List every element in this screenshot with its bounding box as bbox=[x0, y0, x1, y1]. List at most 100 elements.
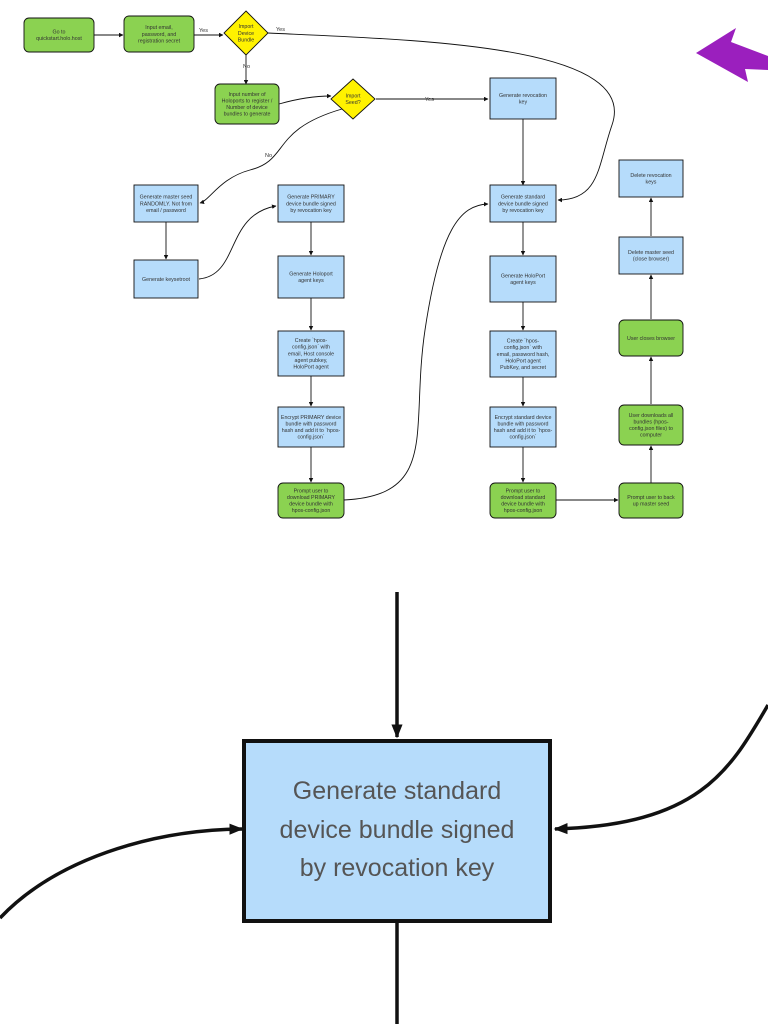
label-n3-no: No bbox=[243, 64, 250, 70]
node-label: HoloPort agent bbox=[505, 358, 541, 364]
process-box bbox=[489, 330, 557, 378]
node-label: by revocation key bbox=[502, 208, 544, 214]
node-label: Generate revocation bbox=[499, 93, 547, 99]
node-label: config.json` bbox=[509, 435, 536, 441]
process-box bbox=[489, 77, 557, 120]
pointer-arrow-icon bbox=[696, 28, 768, 82]
node-label: Input number of bbox=[228, 92, 266, 98]
terminal-box bbox=[214, 83, 280, 125]
node-label: Generate PRIMARY bbox=[287, 195, 335, 201]
process-box bbox=[277, 184, 345, 223]
process-box bbox=[489, 255, 557, 303]
label-n5-no: No bbox=[265, 153, 272, 159]
node-label: quickstart.holo.host bbox=[36, 36, 82, 42]
process-box bbox=[489, 184, 557, 223]
node-label: Import bbox=[345, 94, 361, 100]
terminal-box bbox=[277, 482, 345, 519]
node-label: Generate keysetroot bbox=[142, 277, 191, 283]
terminal-box bbox=[23, 17, 95, 53]
node-label: Generate master seed bbox=[140, 195, 193, 201]
process-box bbox=[489, 406, 557, 448]
node-label: Prompt user to bbox=[294, 488, 329, 494]
node-label: key bbox=[519, 100, 528, 106]
process-box bbox=[133, 259, 199, 299]
zoom-edge-right bbox=[553, 704, 768, 835]
node-label: keys bbox=[646, 180, 657, 186]
flow-node-n22: Delete master seed(close browser) bbox=[618, 236, 684, 275]
decision-diamond bbox=[223, 10, 269, 56]
node-label: registration secret bbox=[138, 38, 181, 44]
terminal-box bbox=[618, 404, 684, 446]
process-box bbox=[618, 236, 684, 275]
terminal-box bbox=[123, 15, 195, 53]
node-label: RANDOMLY. Not from bbox=[140, 201, 193, 207]
node-label: agent keys bbox=[298, 278, 324, 284]
edge-n5-n7 bbox=[199, 108, 343, 204]
node-label: Prompt user to bbox=[506, 488, 541, 494]
node-label: Go to bbox=[53, 30, 66, 36]
node-label: Number of device bbox=[226, 105, 268, 111]
zoom-edge-left bbox=[0, 823, 244, 920]
node-label: download PRIMARY bbox=[287, 495, 336, 501]
node-label: bundles to generate bbox=[224, 112, 271, 118]
node-label: up master seed bbox=[633, 502, 670, 508]
node-label: HoloPort agent bbox=[293, 365, 329, 371]
node-label: Input email, bbox=[145, 25, 172, 31]
label-n5-yes: Yes bbox=[425, 97, 434, 103]
node-label: Generate standard bbox=[501, 195, 545, 201]
node-label: hpos-config.json bbox=[292, 508, 331, 514]
node-label: config.json` with bbox=[292, 345, 330, 351]
edge-n13-n14 bbox=[343, 201, 489, 501]
zoom-detail: Generate standard device bundle signed b… bbox=[0, 592, 768, 1024]
node-label: by revocation key bbox=[290, 208, 332, 214]
node-label: PubKey, and secret bbox=[500, 365, 546, 371]
terminal-box bbox=[618, 319, 684, 357]
label-n3-yes-far: Yes bbox=[276, 27, 285, 33]
node-label: Bundle bbox=[238, 37, 255, 43]
node-label: Create `hpos- bbox=[507, 339, 540, 345]
terminal-box bbox=[489, 482, 557, 519]
process-box bbox=[277, 406, 345, 448]
node-label: bundle with password bbox=[498, 422, 549, 428]
node-label: User downloads all bbox=[629, 413, 674, 419]
zoom-node-label-3: by revocation key bbox=[300, 854, 495, 882]
flow-node-n21: User closes browser bbox=[618, 319, 684, 357]
edge-labels: Yes Yes No Yes No bbox=[199, 27, 434, 159]
node-label: bundles (hpos- bbox=[633, 420, 668, 426]
node-label: device bundle signed bbox=[286, 201, 336, 207]
process-box bbox=[618, 159, 684, 198]
node-label: Generate HoloPort bbox=[501, 274, 546, 280]
edge-n4-n5 bbox=[278, 93, 332, 105]
edges bbox=[94, 32, 654, 503]
node-label: agent keys bbox=[510, 280, 536, 286]
node-label: Import bbox=[238, 24, 254, 30]
node-label: Holoports to register / bbox=[222, 99, 273, 105]
terminal-box bbox=[618, 482, 684, 519]
zoom-node-label-2: device bundle signed bbox=[280, 816, 515, 844]
node-label: computer bbox=[640, 433, 662, 439]
node-label: email, password hash, bbox=[497, 352, 550, 358]
node-label: Encrypt standard device bbox=[495, 415, 552, 421]
node-label: email / password bbox=[146, 208, 186, 214]
node-label: password, and bbox=[142, 32, 177, 38]
zoom-node-box bbox=[242, 739, 552, 923]
